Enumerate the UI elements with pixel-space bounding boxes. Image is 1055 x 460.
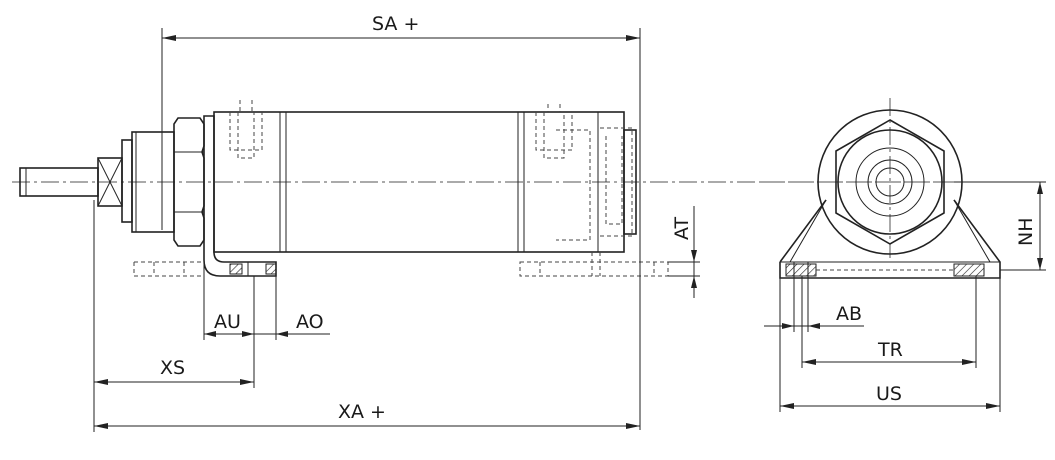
end-bracket-hole-left: [785, 263, 817, 277]
end-view-hex-nut: [835, 119, 945, 245]
dim-label-au: AU: [214, 311, 241, 333]
end-view: [760, 98, 1040, 279]
bushing-outer-circle: [837, 129, 943, 235]
dim-label-us: US: [876, 383, 902, 405]
rod-bushing: [121, 139, 133, 223]
dim-label-sa: SA +: [372, 13, 419, 35]
dim-label-xs: XS: [160, 357, 185, 379]
dim-label-ab: AB: [836, 303, 862, 325]
rod-inner-circle: [875, 167, 905, 197]
bracket-hole-section: [229, 263, 243, 275]
rod-circle: [867, 159, 913, 205]
rear-foot-hidden: [519, 252, 669, 277]
bracket-hole-section-2: [265, 263, 277, 275]
end-view-dimensions: NH AB TR US: [764, 181, 1046, 412]
end-bracket-hole-right: [953, 263, 985, 277]
front-port-hidden: [229, 100, 263, 159]
dim-label-ao: AO: [296, 311, 324, 333]
rear-internal-hidden: [556, 127, 633, 241]
side-view-dimensions: SA + XA + XS AU AO AT: [93, 13, 700, 432]
end-cap: [623, 129, 637, 235]
dim-label-tr: TR: [877, 339, 903, 361]
bushing-inner-circle: [855, 147, 925, 217]
side-view: [12, 100, 1040, 277]
rear-port-hidden: [535, 104, 573, 159]
dim-label-nh: NH: [1015, 218, 1037, 247]
dim-label-xa: XA +: [338, 401, 386, 423]
foot-bracket: [203, 115, 277, 277]
dim-label-at: AT: [671, 216, 693, 240]
front-foot-hidden: [133, 261, 204, 277]
